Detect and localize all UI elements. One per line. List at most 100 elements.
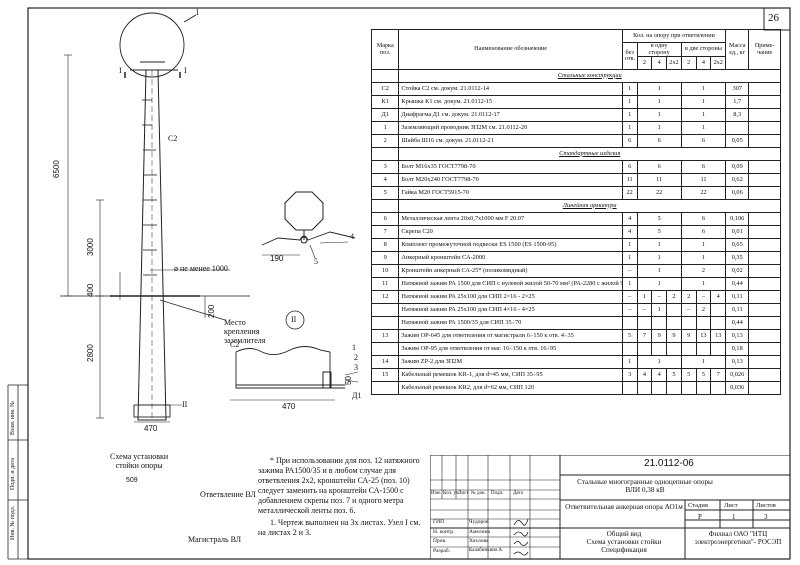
table-cell: 0,18 <box>725 342 750 356</box>
label-pos-5: 5 <box>314 257 318 266</box>
table-cell: 1 <box>680 108 727 122</box>
table-cell: 7 <box>636 329 653 343</box>
table-cell <box>621 316 638 330</box>
label-section-II: II <box>182 400 188 409</box>
table-cell <box>680 342 697 356</box>
table-cell <box>666 342 682 356</box>
table-cell-note <box>748 212 781 226</box>
table-cell: Зажим ОР-645 для ответвления от магистра… <box>398 329 623 343</box>
table-cell: Заземляющий проводник ЗП2М см. 21.0112-2… <box>398 121 623 135</box>
table-cell <box>666 381 682 395</box>
table-cell <box>370 381 400 395</box>
label-pole-C2: C2 <box>168 134 178 143</box>
table-cell: 1 <box>680 277 727 291</box>
table-cell: Металлическая лента 20х0,7х1000 мм F 20.… <box>398 212 623 226</box>
table-cell <box>370 303 400 317</box>
sheets-header: Листов <box>756 502 776 509</box>
table-cell-note <box>748 303 781 317</box>
table-cell: 22 <box>636 186 682 200</box>
table-cell-note <box>748 264 781 278</box>
table-cell-note <box>748 134 781 148</box>
table-cell <box>710 303 727 317</box>
table-cell: 1 <box>636 82 682 96</box>
table-cell: 2 <box>695 303 712 317</box>
table-cell <box>651 381 668 395</box>
table-cell: 14 <box>370 355 400 369</box>
name-razrab: Калабинкина А. <box>469 548 504 553</box>
table-cell-note <box>748 329 781 343</box>
table-cell <box>666 303 682 317</box>
table-cell: 1 <box>680 251 727 265</box>
table-cell: 0,06 <box>725 186 750 200</box>
table-cell: 1 <box>621 95 638 109</box>
table-cell-note <box>748 108 781 122</box>
table-cell: 6 <box>621 160 638 174</box>
table-cell: 1 <box>680 355 727 369</box>
table-cell: 0,026 <box>725 368 750 382</box>
table-cell: 1 <box>370 121 400 135</box>
table-cell: 2 <box>370 134 400 148</box>
table-cell: 0,35 <box>725 251 750 265</box>
table-cell <box>621 381 638 395</box>
table-cell: 0,09 <box>725 160 750 174</box>
scheme-title: Схема установки стойки опоры <box>110 452 169 470</box>
table-cell <box>695 342 712 356</box>
label-II-circle: II <box>291 315 297 324</box>
table-row: Натяжной зажим РА 25х100 для СИП 4×16 - … <box>370 303 781 317</box>
table-cell: Натяжной зажим РА 25х100 для СИП 2×16 - … <box>398 290 623 304</box>
project-name: Стальные многогранные одноцепные опоры В… <box>577 478 713 494</box>
table-cell: 13 <box>695 329 712 343</box>
hdr-sub: 2x2 <box>666 56 682 70</box>
table-cell: 0,65 <box>725 238 750 252</box>
table-cell-note <box>748 277 781 291</box>
table-cell: 0,036 <box>725 381 750 395</box>
name-ncontr: Амелина <box>469 529 490 535</box>
dim-2800: 2800 <box>86 344 95 362</box>
label-section-I-left: I <box>119 66 122 75</box>
table-cell: 11 <box>636 173 682 187</box>
table-cell: 6 <box>621 134 638 148</box>
table-cell: 1 <box>680 238 727 252</box>
table-cell: 1 <box>621 251 638 265</box>
sheets-value: 3 <box>764 513 768 521</box>
table-cell: Натяжной зажим РА 1500 для СИП с нулевой… <box>398 277 623 291</box>
table-cell: 1 <box>651 303 668 317</box>
table-cell: 15 <box>370 368 400 382</box>
section-standard: Стандартные изделия <box>398 147 781 161</box>
rev-h-kol: Кол. уч. <box>443 491 460 496</box>
table-cell: 6 <box>636 134 682 148</box>
table-cell: 7 <box>370 225 400 239</box>
table-cell <box>370 316 400 330</box>
table-cell: 1,7 <box>725 95 750 109</box>
table-cell: 7 <box>710 368 727 382</box>
table-cell: 1 <box>621 277 638 291</box>
hdr-qty-group: Кол. на опору при ответвлении <box>621 29 727 43</box>
table-cell <box>710 381 727 395</box>
table-cell: 6 <box>370 212 400 226</box>
sheet-header: Лист <box>724 502 738 509</box>
table-cell: 5 <box>680 368 697 382</box>
stamp-inv: Инв. № подл. <box>10 505 16 540</box>
table-cell-note <box>748 121 781 135</box>
dim-50: 50 <box>344 376 353 385</box>
table-cell <box>695 316 712 330</box>
dim-470-detail: 470 <box>282 402 296 411</box>
table-cell <box>680 316 697 330</box>
table-cell: 5 <box>370 186 400 200</box>
table-cell: 3 <box>370 160 400 174</box>
table-cell: 1 <box>680 95 727 109</box>
table-cell: 5 <box>621 329 638 343</box>
notes: * При использовании для поз. 12 натяжног… <box>258 456 428 540</box>
table-cell: – <box>651 290 668 304</box>
table-cell: Шайба Ш16 см. докум. 21.0112-21 <box>398 134 623 148</box>
table-cell: 22 <box>621 186 638 200</box>
label-pos-4: 4 <box>350 232 354 241</box>
table-cell-note <box>748 342 781 356</box>
